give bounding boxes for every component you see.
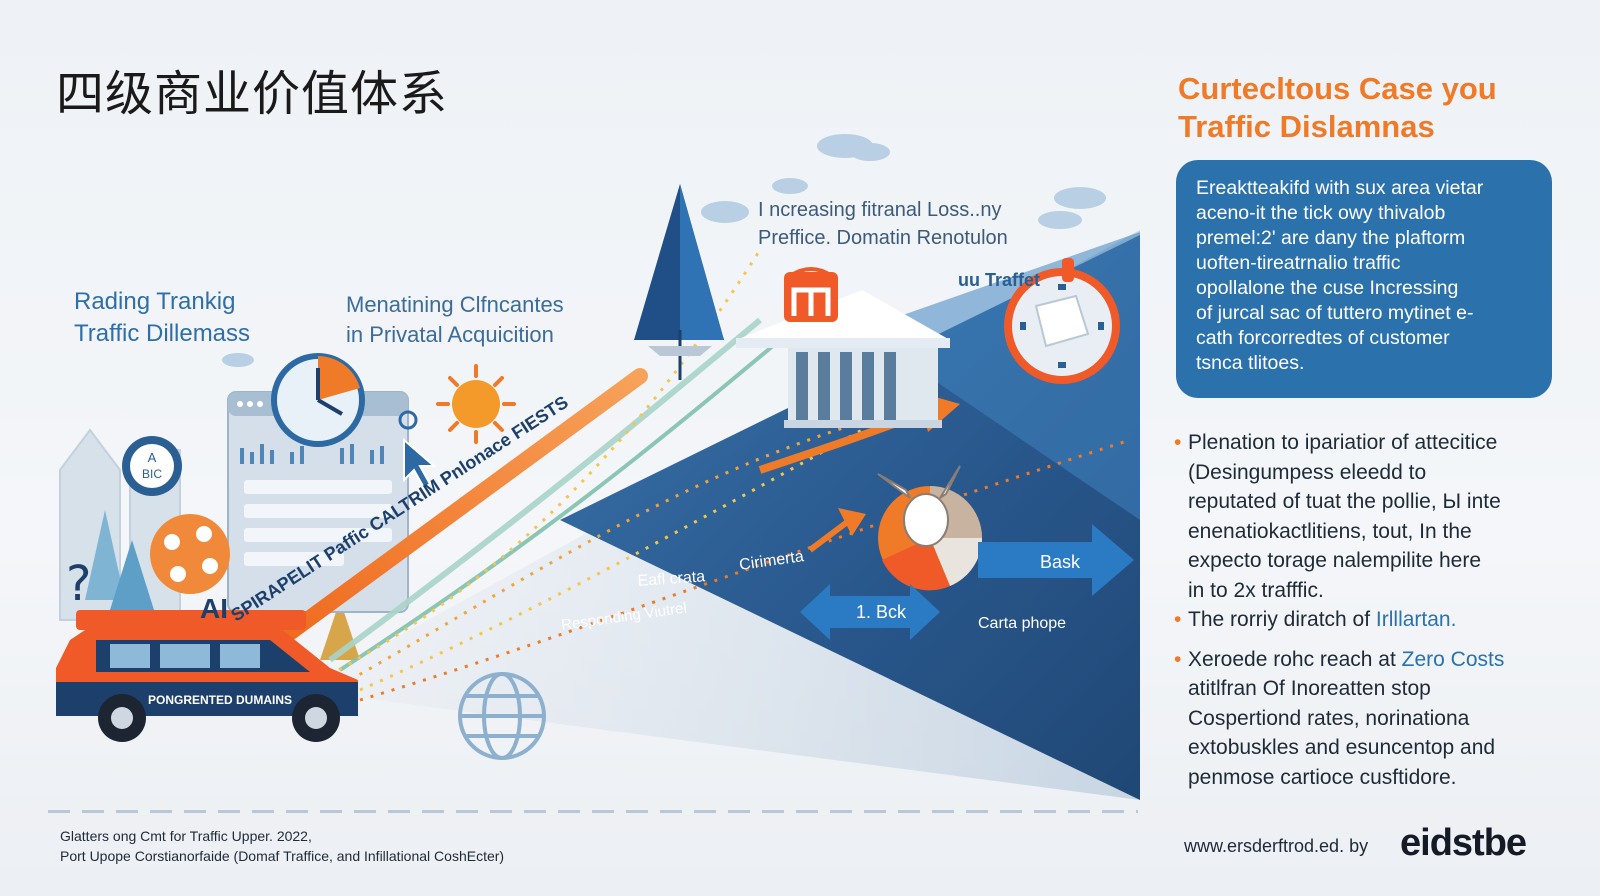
bullet-line: penmose cartioce cusftidore. — [1188, 765, 1457, 789]
bullet-text: The rorriy diratch of — [1188, 608, 1376, 631]
car-icon: PONGRENTED DUMAINS — [56, 610, 358, 742]
label-bask: Bask — [1040, 552, 1081, 572]
card-line: uoften-tireatrnalio traffic — [1196, 252, 1401, 274]
center-heading: I ncreasing fitranal Loss..ny Preffice. … — [758, 196, 1078, 252]
left-heading: Rading Trankig Traffic Dillemass — [74, 286, 314, 350]
bullet-highlight: Zero Costs — [1401, 647, 1505, 671]
footer-line1: Glatters ong Cmt for Traffic Upper. 2022… — [60, 828, 312, 844]
bullet-line: (Desingumpess eleedd to — [1188, 460, 1427, 484]
logo-mark-icon — [784, 267, 838, 322]
card-line: premel:2' are dany the plaftorm — [1196, 227, 1466, 249]
label-eafl: Eafl crata — [637, 568, 706, 590]
bullet-line: reputated of tuat the pollie, Ы inte — [1188, 490, 1501, 513]
right-title: Curtecltous Case you Traffic Dislamnas — [1178, 70, 1578, 146]
label-back: 1. Bck — [856, 602, 907, 622]
center-heading-line2: Preffice. Domatin Renotulon — [758, 227, 1008, 249]
globe-icon — [458, 672, 546, 760]
footer-url[interactable]: www.ersderftrod.ed. by — [1184, 836, 1369, 856]
pie-chart-icon — [877, 465, 982, 591]
card-line: of jurcal sac of tuttero mytinet e- — [1196, 302, 1474, 324]
traffic-tag: uu Traffet — [958, 270, 1040, 290]
bullet-list: Plenation to ipariatior of attecitice (D… — [1174, 428, 1584, 792]
bullet-line: atitlfran Of Inoreatten stop — [1188, 677, 1431, 700]
bullet-item-2: The rorriy diratch of Irlllartan. — [1174, 605, 1584, 635]
bullet-line: extobuskles and esuncentop and — [1188, 736, 1496, 759]
ball-icon — [150, 514, 230, 594]
ai-mark: AI — [200, 593, 228, 624]
summary-card: Ereaktteakifd with sux area vietar aceno… — [1176, 160, 1552, 398]
sun-icon — [436, 364, 516, 444]
card-line: Ereaktteakifd with sux area vietar — [1196, 177, 1484, 199]
gear-icon: A BIC — [122, 436, 182, 496]
divider — [48, 810, 1138, 813]
label-carta: Carta phope — [978, 615, 1066, 632]
bank-building-icon — [736, 290, 950, 428]
bullet-highlight: Irlllartan. — [1375, 608, 1457, 631]
footer-line2: Port Upope Corstianorfaide (Domaf Traffi… — [60, 848, 505, 864]
dashboard-window — [227, 391, 409, 613]
card-line: tsnca tlitoes. — [1196, 352, 1305, 374]
bullet-line: in to 2x trafffic. — [1188, 578, 1324, 602]
card-line: cath forcorredtes of customer — [1196, 327, 1450, 349]
page-title: 四级商业价值体系 — [56, 66, 449, 122]
bullet-text: Xeroede rohc reach at — [1188, 647, 1402, 671]
back-arrow-icon — [800, 584, 940, 640]
left-subheading-line1: Menatining Clfncantes — [346, 292, 564, 317]
bullet-line: Plenation to ipariatior of attecitice — [1188, 431, 1498, 454]
badge-text-2: BIC — [142, 467, 162, 481]
bullet-line: enenatiokactlitiens, tout, In the — [1188, 519, 1472, 543]
stopwatch-icon — [1004, 258, 1120, 384]
right-title-line2: Traffic Dislamnas — [1178, 109, 1435, 144]
card-line: aceno-it the tick owy thivalob — [1196, 202, 1446, 224]
car-text: PONGRENTED DUMAINS — [148, 693, 292, 707]
footer-source: Glatters ong Cmt for Traffic Upper. 2022… — [60, 826, 504, 866]
tent-icon — [634, 184, 724, 380]
question-icon: ? — [66, 556, 91, 612]
left-subheading-line2: in Privatal Acquicition — [346, 322, 554, 347]
rabbit-icon — [877, 465, 961, 547]
center-heading-line1: I ncreasing fitranal Loss..ny — [758, 199, 1002, 221]
cursor-icon — [398, 410, 437, 490]
left-subheading: Menatining Clfncantes in Privatal Acquic… — [346, 290, 606, 350]
bullet-item-3: Xeroede rohc reach at Zero Costs atitlfr… — [1174, 645, 1584, 793]
bullet-line: Cospertiond rates, norinationa — [1188, 706, 1470, 730]
bullet-line: expecto torage nalempilite here — [1188, 549, 1482, 572]
left-heading-line2: Traffic Dillemass — [74, 320, 251, 347]
clock-icon — [271, 353, 365, 447]
left-heading-line1: Rading Trankig — [74, 288, 236, 315]
brand-logo: eidstbe — [1400, 822, 1527, 864]
cloud-icon — [222, 134, 1106, 367]
card-line: opollalone the cuse Incressing — [1196, 277, 1459, 299]
right-title-line1: Curtecltous Case you — [1178, 71, 1497, 106]
badge-text: A — [148, 450, 157, 465]
forward-arrow-icon — [978, 524, 1134, 596]
bullet-item-1: Plenation to ipariatior of attecitice (D… — [1174, 428, 1584, 605]
